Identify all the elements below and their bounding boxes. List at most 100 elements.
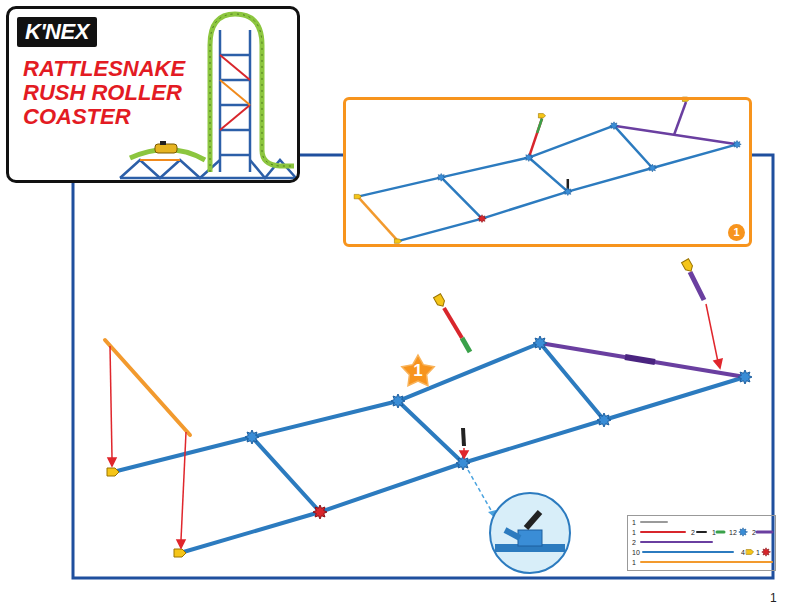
- build-step-picture: [402, 355, 434, 386]
- step-number: 1: [406, 360, 430, 382]
- build-step-picture: [526, 512, 540, 528]
- build-step-picture: [625, 357, 655, 362]
- part-count: 1: [632, 529, 636, 537]
- assembled-step-picture: [398, 144, 737, 241]
- step-number: 1: [728, 224, 745, 241]
- build-step-picture: [533, 336, 547, 350]
- coaster-picture: [120, 160, 220, 178]
- part-count-holder: 2: [691, 529, 695, 537]
- build-step-picture: [105, 340, 190, 435]
- assembled-step-picture: [529, 119, 542, 158]
- assembled-step-picture: [354, 97, 741, 243]
- parts-list-pictures: [697, 531, 706, 533]
- step-preview-box: 1: [343, 97, 752, 247]
- assembled-step-picture: [733, 141, 741, 149]
- coaster-picture: [120, 177, 296, 180]
- build-step-picture: [108, 304, 722, 548]
- part-count: 1: [632, 519, 636, 527]
- build-step-picture: [107, 468, 119, 476]
- build-step-picture: [468, 470, 492, 512]
- part-count-holder: 2: [752, 529, 756, 537]
- coaster-picture: [220, 104, 250, 107]
- part-count-holder: 1: [712, 529, 716, 537]
- parts-list-pictures: [739, 528, 747, 536]
- build-step-picture: [177, 540, 185, 548]
- coaster-picture: [155, 144, 177, 153]
- coaster-picture: [220, 154, 250, 157]
- build-step-picture: [518, 530, 542, 546]
- product-title: RATTLESNAKE RUSH ROLLER COASTER: [23, 57, 203, 129]
- assembled-step-picture: [354, 194, 361, 198]
- build-step-picture: [706, 304, 718, 362]
- assembled-step-picture: [674, 102, 686, 135]
- build-step-picture: [113, 343, 745, 553]
- coaster-picture: [220, 129, 250, 132]
- parts-list-pictures: [762, 548, 770, 556]
- build-step-picture: [460, 451, 468, 458]
- assembled-step-picture: [648, 164, 656, 172]
- page-number-holder: 1: [770, 591, 777, 605]
- coaster-picture: [210, 14, 294, 172]
- part-count-holder: 10: [632, 549, 640, 557]
- page-number: 1: [770, 591, 777, 605]
- assembled-step-picture: [437, 174, 445, 182]
- coaster-picture: [210, 14, 294, 172]
- coaster-picture: [140, 159, 180, 161]
- build-step-picture: [180, 377, 745, 553]
- build-step-picture: [597, 413, 611, 427]
- brand-logo: K'NEX: [25, 19, 89, 45]
- title-box: K'NEX RATTLESNAKE RUSH ROLLER COASTER: [6, 6, 300, 183]
- part-count: 1: [712, 529, 716, 537]
- build-step-picture: [738, 370, 752, 384]
- assembled-step-picture: [564, 188, 572, 196]
- build-step-picture: [540, 343, 604, 420]
- frame-line: [300, 154, 343, 157]
- build-step-picture: [105, 259, 752, 573]
- build-step-picture: [682, 259, 695, 273]
- coaster-picture: [249, 30, 252, 172]
- coaster-picture: [220, 80, 250, 105]
- build-step-picture: [391, 394, 405, 408]
- part-count-holder: 1: [756, 549, 760, 557]
- brand-logo-holder: K'NEX: [17, 17, 97, 47]
- part-count: 1: [632, 559, 636, 567]
- parts-list-pictures: [717, 531, 724, 534]
- assembled-step-picture: [394, 239, 401, 243]
- parts-list-pictures: [641, 531, 685, 533]
- part-count-holder: 1: [632, 559, 636, 567]
- part-count: 2: [691, 529, 695, 537]
- parts-list-pictures: [641, 521, 667, 523]
- build-step-picture: [434, 294, 447, 308]
- part-count-holder: 1: [632, 519, 636, 527]
- part-count-holder: 4: [741, 549, 745, 557]
- parts-list-pictures: [746, 550, 753, 555]
- assembled-step-picture: [614, 126, 652, 168]
- assembled-step-picture: [358, 126, 737, 242]
- build-step-picture: [110, 346, 112, 458]
- coaster-picture: [220, 79, 250, 82]
- build-step-picture: [463, 428, 464, 446]
- step-number-holder: 1: [728, 224, 745, 241]
- coaster-picture: [220, 105, 250, 130]
- assembled-step-picture: [537, 119, 542, 133]
- build-step-picture: [108, 458, 116, 466]
- assembled-step-picture: [478, 215, 486, 223]
- part-count: 2: [632, 539, 636, 547]
- build-step-picture: [490, 493, 570, 573]
- assembled-step-picture: [358, 126, 614, 197]
- part-count: 2: [752, 529, 756, 537]
- coaster-picture: [220, 54, 250, 57]
- build-step-picture: [113, 343, 540, 472]
- coaster-picture: [210, 14, 294, 172]
- build-step-picture: [174, 549, 186, 557]
- assembled-step-picture: [441, 177, 482, 218]
- build-step-picture: [540, 343, 745, 377]
- build-step-picture: [714, 359, 722, 368]
- parts-list-pictures: [757, 531, 772, 534]
- build-step-picture: [398, 401, 463, 463]
- build-step-picture: [505, 530, 520, 538]
- coaster-picture: [220, 55, 250, 80]
- coaster-picture: [219, 30, 222, 172]
- build-step-picture: [313, 505, 327, 519]
- parts-list-pictures: [641, 561, 772, 563]
